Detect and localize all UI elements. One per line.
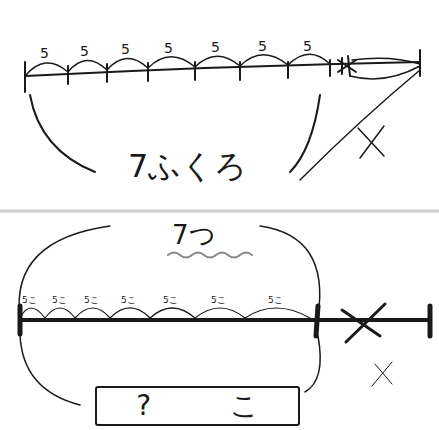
brace-label: 7ふくろ (128, 150, 247, 182)
segment-label: 5 (80, 44, 89, 58)
segment-label: 5こ (268, 296, 283, 305)
segment-label: 5こ (163, 296, 178, 305)
segment-label: 5こ (84, 296, 99, 305)
segment-label: 5こ (211, 296, 226, 305)
brace-label: 7つ (172, 222, 216, 248)
segment-label: 5 (303, 39, 312, 53)
segment-label: 5 (211, 40, 220, 54)
box-text: こ (230, 392, 259, 420)
segment-label: 5 (164, 41, 173, 55)
segment-label: 5こ (22, 296, 37, 305)
segment-label: 5 (40, 46, 49, 60)
answer-box: ?こ (95, 386, 300, 426)
segment-label: 5 (258, 39, 267, 53)
box-text: ? (136, 392, 151, 420)
segment-label: 5こ (121, 296, 136, 305)
segment-label: 5こ (52, 296, 67, 305)
segment-label: 5 (121, 42, 130, 56)
